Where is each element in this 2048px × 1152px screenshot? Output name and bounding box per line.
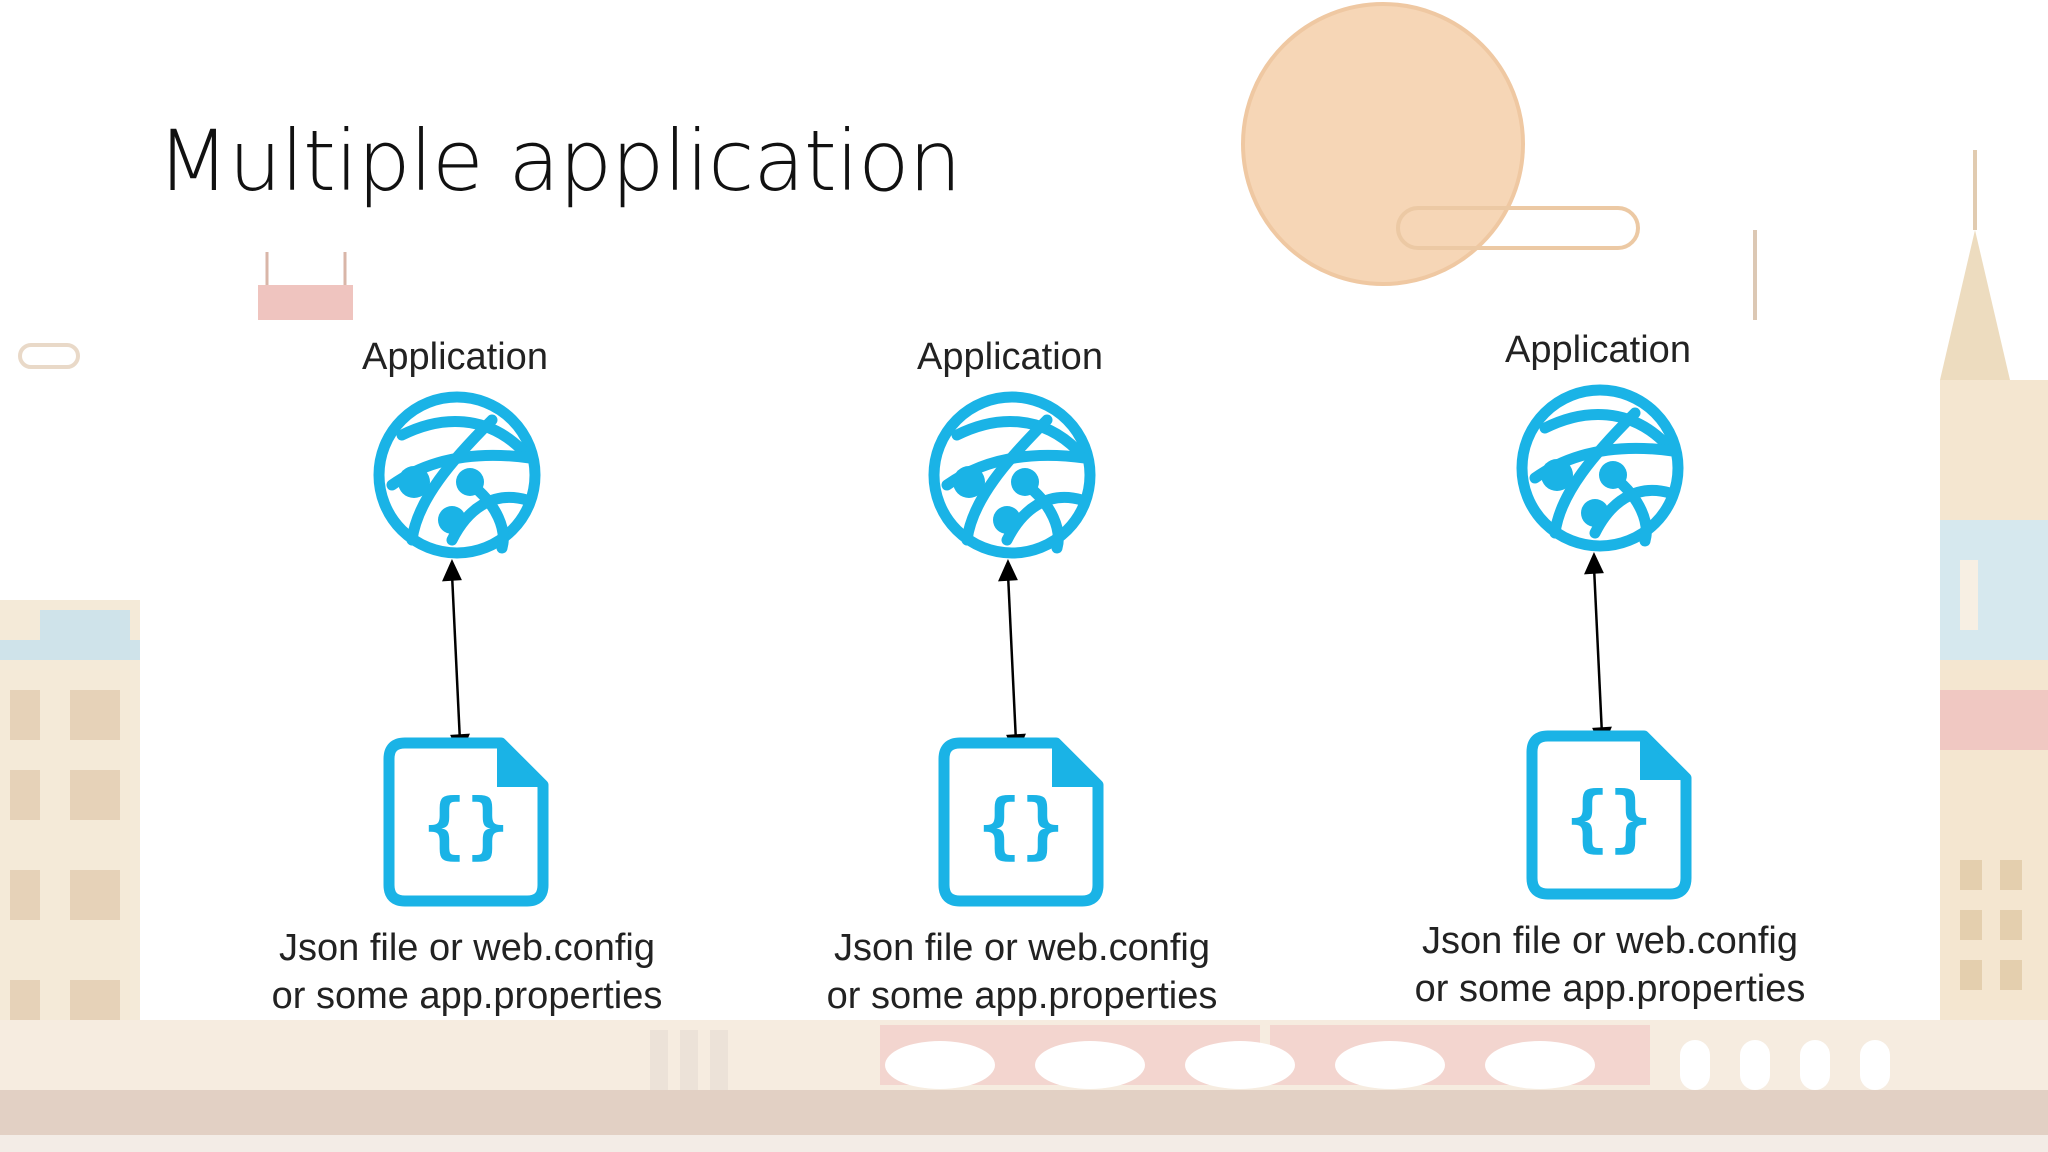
config-file-label-line1: Json file or web.config [834,927,1210,969]
config-file-label-line1: Json file or web.config [1422,920,1798,962]
bidirectional-arrow [998,560,1026,756]
json-file-icon [1526,728,1696,903]
cloud-decoration [1396,206,1640,250]
application-label: Application [362,336,548,378]
diagram-panel: Application Json file or web.config or s… [140,320,1940,1020]
web-app-globe-icon [927,390,1097,560]
slide-title: Multiple application [157,112,962,210]
config-file-label-line1: Json file or web.config [279,927,655,969]
json-file-icon [938,735,1108,910]
web-app-globe-icon [1515,383,1685,553]
config-file-label-line2: or some app.properties [1414,968,1806,1010]
config-file-label: Json file or web.config or some app.prop… [1370,917,1850,1013]
web-app-globe-icon [372,390,542,560]
config-file-label-line2: or some app.properties [271,975,663,1017]
bidirectional-arrow [1584,553,1612,749]
bidirectional-arrow [442,560,470,756]
config-file-label-line2: or some app.properties [826,975,1218,1017]
config-file-label: Json file or web.config or some app.prop… [782,924,1262,1020]
sun-decoration [1241,2,1525,286]
config-file-label: Json file or web.config or some app.prop… [227,924,707,1020]
json-file-icon [383,735,553,910]
cloud-decoration [18,343,80,369]
application-label: Application [917,336,1103,378]
application-label: Application [1505,329,1691,371]
